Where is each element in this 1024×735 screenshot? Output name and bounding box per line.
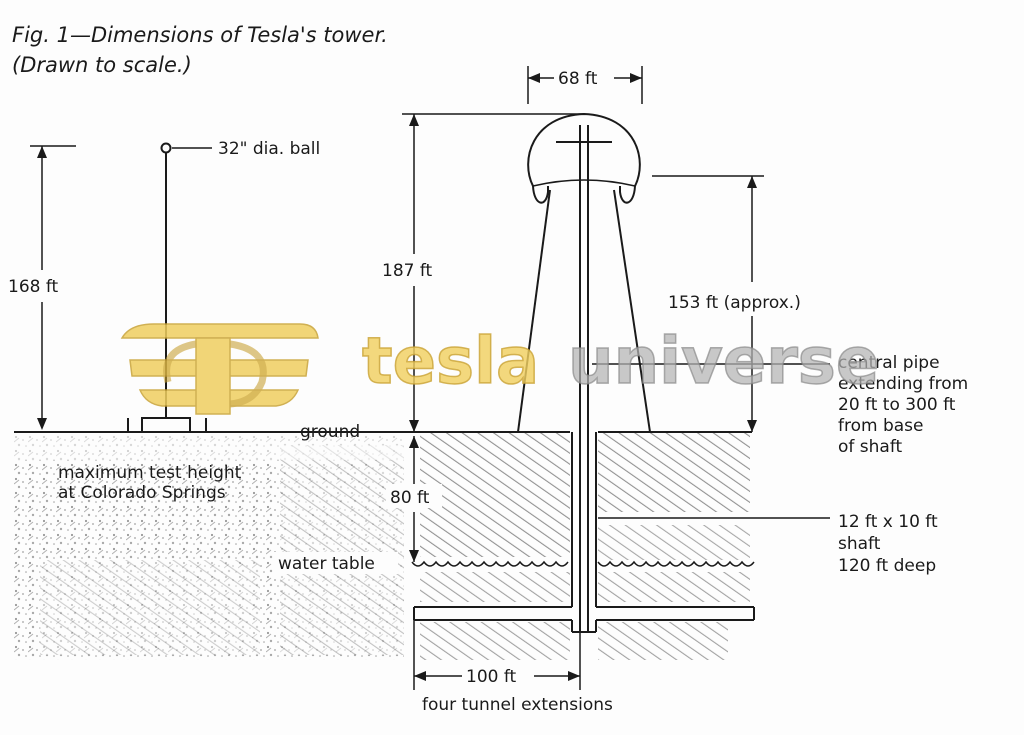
left-height-dimension	[30, 145, 76, 430]
depth-label-bg	[386, 484, 442, 508]
pipe-note-line4: from base	[838, 416, 924, 436]
tower-height-label: 187 ft	[382, 261, 433, 281]
watermark-word-tesla: tesla	[362, 325, 539, 399]
shaft-note-line3: 120 ft deep	[838, 556, 936, 576]
soil-under-tower	[420, 432, 750, 660]
ground-label: ground	[300, 422, 360, 442]
tunnel-label: four tunnel extensions	[422, 695, 613, 715]
central-pipe	[579, 125, 589, 632]
shaft	[571, 432, 597, 633]
tunnel-extensions	[413, 606, 755, 621]
ball-icon	[160, 142, 172, 154]
frame-height-dimension	[652, 175, 764, 432]
dome-width-dimension	[527, 66, 643, 104]
pipe-note-line5: of shaft	[838, 437, 903, 457]
mast-base	[141, 417, 191, 433]
test-height-note-line2: at Colorado Springs	[58, 483, 226, 503]
tunnel-width-dimension	[413, 620, 581, 690]
pipe-note: central pipe extending from 20 ft to 300…	[838, 353, 968, 457]
tesla-universe-logo	[120, 323, 319, 415]
tower-frame	[517, 189, 651, 433]
ball-label: 32" dia. ball	[218, 139, 320, 159]
pipe-note-line2: extending from	[838, 374, 968, 394]
tunnel-width-label: 100 ft	[466, 667, 517, 687]
shaft-note-line1: 12 ft x 10 ft	[838, 512, 938, 532]
pipe-note-line3: 20 ft to 300 ft	[838, 395, 956, 415]
shaft-note-line2: shaft	[838, 534, 881, 554]
dome	[527, 112, 641, 204]
left-height-label: 168 ft	[8, 277, 59, 297]
water-table-label: water table	[278, 554, 375, 574]
water-label-bg	[274, 552, 398, 574]
soil-left	[14, 432, 404, 660]
frame-height-label: 153 ft (approx.)	[668, 293, 801, 313]
figure-caption: Fig. 1—Dimensions of Tesla's tower.	[12, 23, 388, 47]
water-table-line	[411, 560, 755, 567]
pipe-note-line1: central pipe	[838, 353, 940, 373]
figure-subcaption: (Drawn to scale.)	[12, 53, 192, 77]
tower-height-dimension	[402, 113, 584, 432]
test-height-note-line1: maximum test height	[58, 463, 242, 483]
watermark-word-universe: universe	[568, 325, 879, 399]
dome-width-label: 68 ft	[558, 69, 598, 89]
depth-label: 80 ft	[390, 488, 430, 508]
depth-dimension	[409, 436, 419, 562]
